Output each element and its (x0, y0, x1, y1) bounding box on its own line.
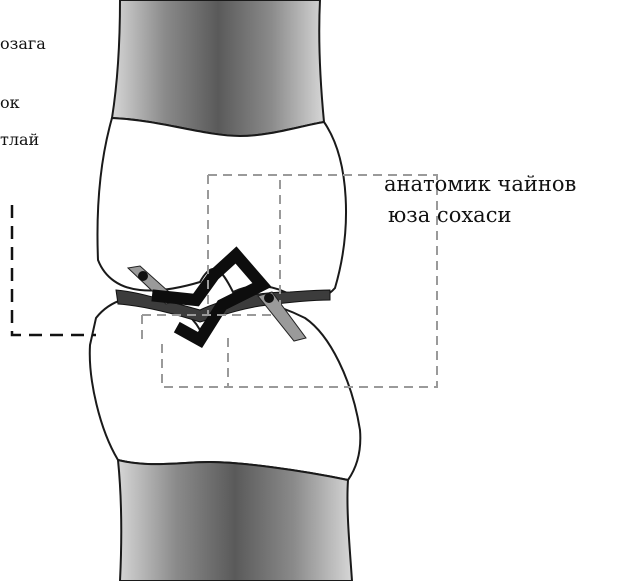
left-annotation-line-2: ок (0, 93, 20, 112)
contact-area-label-line-2: юза сохаси (388, 203, 511, 227)
upper-tooth-root (112, 0, 324, 136)
left-leader-line (12, 205, 96, 335)
lower-tooth-root (118, 460, 352, 581)
contact-point-left (138, 271, 148, 281)
contact-area-label-line-1: анатомик чайнов (384, 172, 576, 196)
contact-point-right (264, 293, 274, 303)
left-annotation-line-3: тлай (0, 130, 39, 149)
left-annotation-line-1: озага (0, 34, 46, 53)
